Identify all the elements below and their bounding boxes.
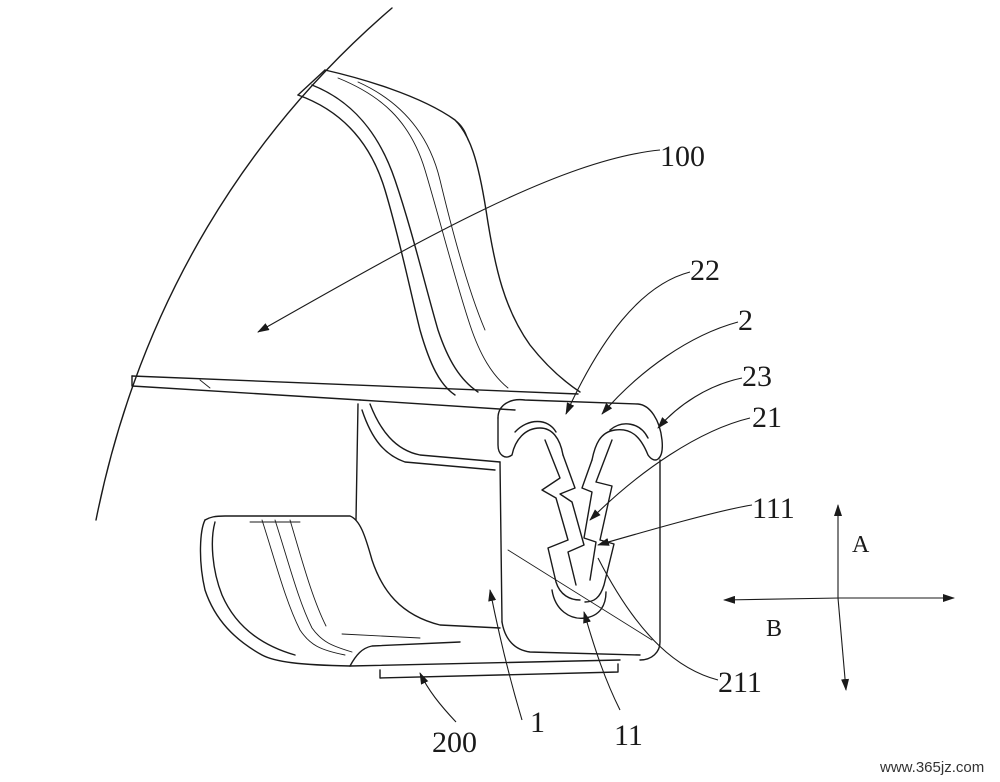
- label-11: 11: [614, 719, 643, 752]
- watermark: www.365jz.com: [879, 759, 984, 776]
- label-111: 111: [752, 492, 795, 525]
- strip-200: [379, 663, 619, 679]
- horizontal-flange: [131, 375, 579, 411]
- clip-2: [497, 398, 663, 661]
- label-2: 2: [738, 304, 753, 337]
- label-200: 200: [432, 726, 477, 759]
- label-22: 22: [690, 254, 720, 287]
- direction-label-a: A: [852, 532, 870, 558]
- label-23: 23: [742, 360, 772, 393]
- leader-lines: [257, 149, 753, 723]
- direction-arrows: [723, 504, 955, 691]
- direction-label-b: B: [766, 616, 782, 642]
- curved-panel-edge: [95, 7, 393, 521]
- label-1: 1: [530, 706, 545, 739]
- body-1: [199, 403, 621, 667]
- label-21: 21: [752, 401, 782, 434]
- label-211: 211: [718, 666, 762, 699]
- label-100: 100: [660, 140, 705, 173]
- upper-rib: [297, 69, 581, 396]
